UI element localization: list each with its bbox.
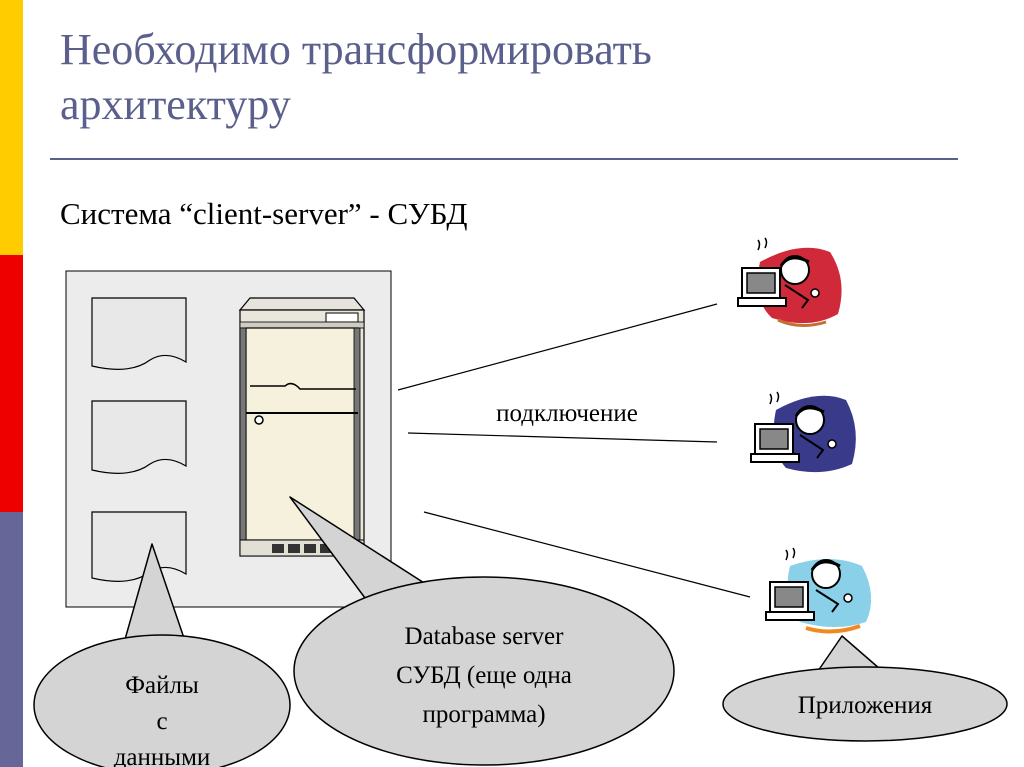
files-callout: Файлы с данными	[33, 543, 291, 767]
server-callout-line-3: программа)	[422, 701, 545, 728]
connection-label: подключение	[496, 400, 638, 427]
data-file-icon	[91, 297, 187, 370]
slide-subtitle: Система “client-server” - СУБД	[60, 196, 468, 231]
connection-line	[423, 511, 751, 598]
connection-line	[397, 303, 718, 391]
slide-title: Необходимо трансформировать архитектуру	[60, 22, 960, 132]
connection-line	[407, 432, 718, 443]
client-user-icon	[737, 237, 842, 327]
accent-bar-red	[0, 255, 23, 512]
server-callout: Database server СУБД (еще одна программа…	[289, 496, 675, 766]
applications-callout: Приложения	[722, 635, 1008, 742]
files-callout-line-2: с	[156, 708, 167, 735]
files-callout-line-1: Файлы	[125, 672, 199, 699]
server-cabinet-icon	[238, 297, 366, 557]
accent-bar-yellow	[0, 0, 23, 255]
files-callout-line-3: данными	[114, 744, 211, 767]
server-callout-line-2: СУБД (еще одна	[396, 662, 572, 689]
data-file-icon	[91, 400, 187, 474]
applications-callout-label: Приложения	[798, 692, 933, 719]
slide-title-line-1: Необходимо трансформировать	[60, 25, 652, 74]
server-callout-line-1: Database server	[405, 623, 565, 650]
client-user-icon	[750, 391, 856, 473]
client-user-icon	[765, 547, 872, 634]
title-divider	[50, 158, 958, 160]
accent-bar-blue	[0, 512, 23, 767]
slide-title-line-2: архитектуру	[60, 80, 291, 129]
